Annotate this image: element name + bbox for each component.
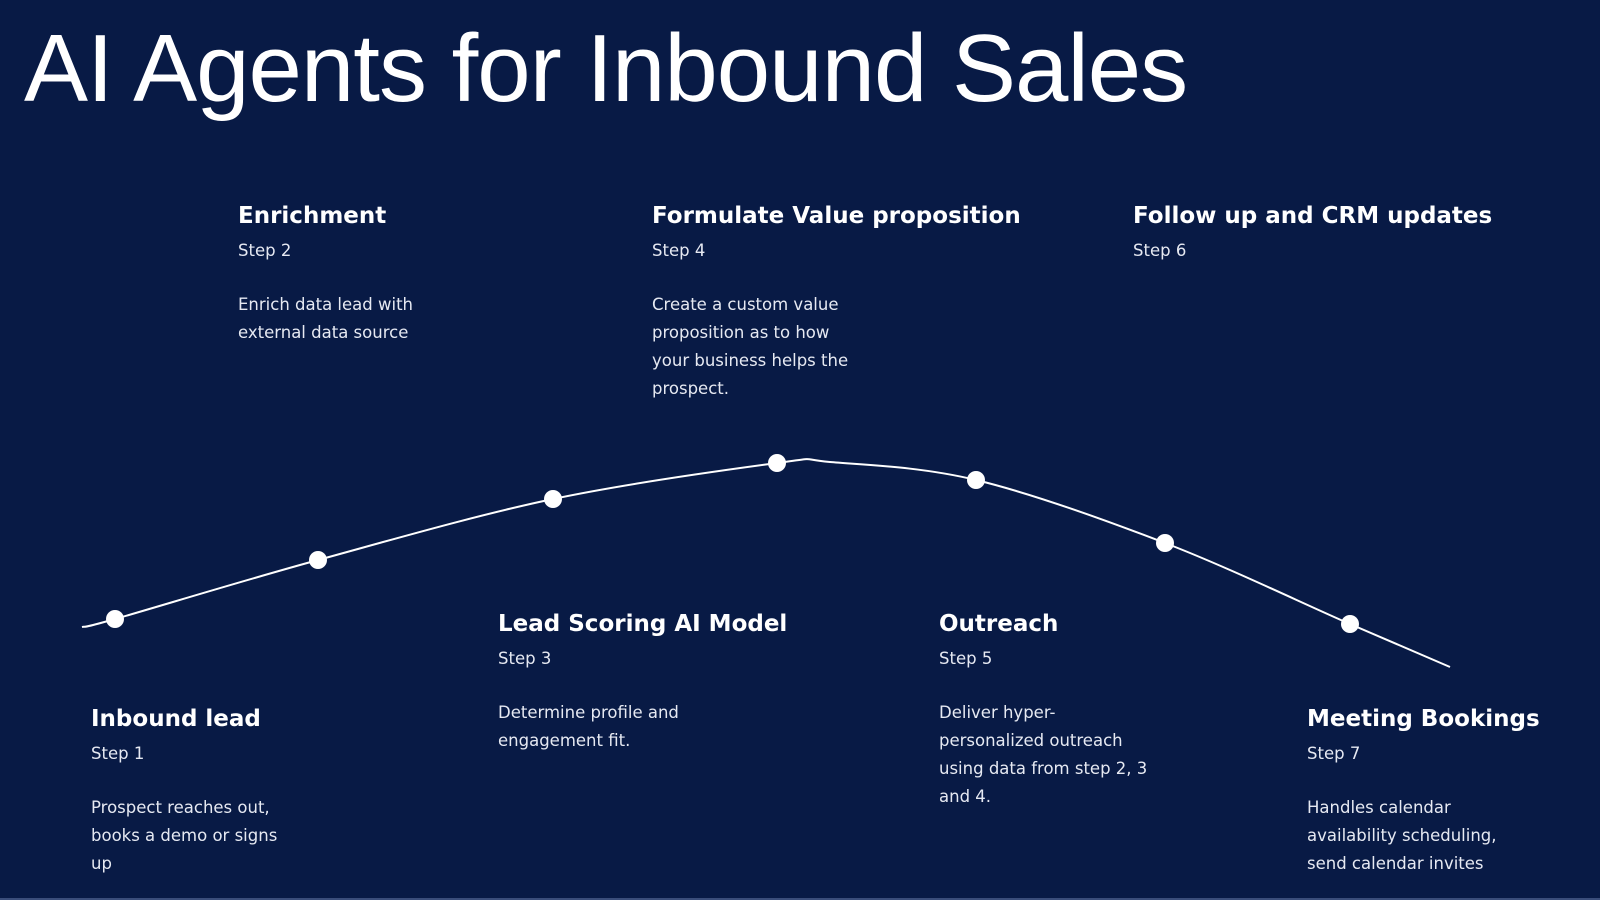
step-2-dot: [309, 551, 327, 569]
step-number: Step 2: [238, 241, 292, 260]
step-7-meeting-bookings: Meeting Bookings Step 7 Handles calendar…: [1307, 704, 1600, 878]
step-title: Meeting Bookings: [1307, 706, 1540, 732]
step-description: Create a custom value proposition as to …: [652, 295, 849, 398]
step-3-lead-scoring: Lead Scoring AI Model Step 3 Determine p…: [498, 609, 818, 755]
step-title: Formulate Value proposition: [652, 203, 1021, 229]
step-3-dot: [544, 490, 562, 508]
step-5-outreach: Outreach Step 5 Deliver hyper-personaliz…: [939, 609, 1259, 811]
step-7-dot: [1341, 615, 1359, 633]
step-6-follow-up: Follow up and CRM updates Step 6: [1133, 201, 1493, 265]
step-5-dot: [967, 471, 985, 489]
step-number: Step 4: [652, 241, 706, 260]
step-title: Follow up and CRM updates: [1133, 203, 1493, 229]
step-4-dot: [768, 454, 786, 472]
step-description: Determine profile and engagement fit.: [498, 703, 679, 750]
step-description: Enrich data lead with external data sour…: [238, 295, 414, 342]
step-number: Step 3: [498, 649, 552, 668]
timeline-line: [81, 458, 1451, 668]
step-1-dot: [106, 610, 124, 628]
step-description: Deliver hyper-personalized outreach usin…: [939, 703, 1148, 806]
step-title: Outreach: [939, 611, 1059, 637]
step-1-inbound-lead: Inbound lead Step 1 Prospect reaches out…: [91, 704, 411, 878]
step-title: Inbound lead: [91, 706, 261, 732]
step-description: Prospect reaches out, books a demo or si…: [91, 798, 278, 873]
step-number: Step 5: [939, 649, 993, 668]
step-title: Lead Scoring AI Model: [498, 611, 788, 637]
step-description: Handles calendar availability scheduling…: [1307, 798, 1497, 873]
step-6-dot: [1156, 534, 1174, 552]
step-4-value-proposition: Formulate Value proposition Step 4 Creat…: [652, 201, 1021, 403]
step-title: Enrichment: [238, 203, 387, 229]
step-number: Step 1: [91, 744, 145, 763]
page-title: AI Agents for Inbound Sales: [24, 15, 1188, 122]
step-number: Step 7: [1307, 744, 1361, 763]
step-number: Step 6: [1133, 241, 1187, 260]
step-2-enrichment: Enrichment Step 2 Enrich data lead with …: [238, 201, 558, 347]
bottom-border: [0, 898, 1600, 900]
